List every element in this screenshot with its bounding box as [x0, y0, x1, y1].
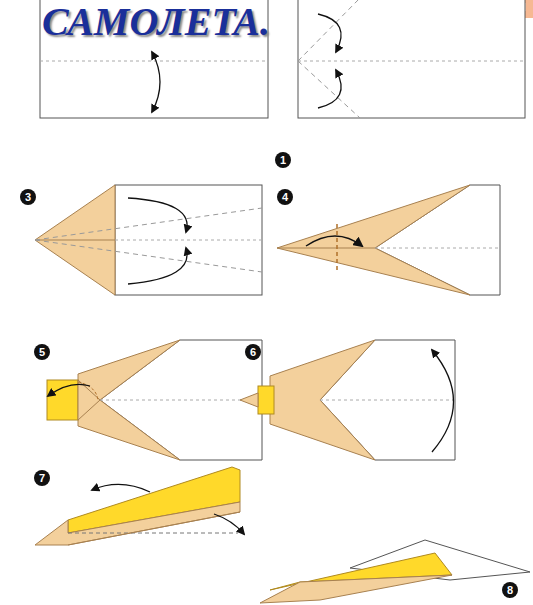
fold-step [240, 340, 455, 460]
callout-number: 6 [245, 344, 261, 360]
callout-number: 1 [275, 152, 291, 168]
callout-number: 7 [34, 470, 50, 486]
fold-step [277, 185, 500, 295]
title: САМОЛЕТА. [42, 2, 270, 42]
callout-number: 5 [34, 344, 50, 360]
callout-number: 8 [502, 582, 518, 598]
fold-step [35, 467, 244, 545]
callout-number: 4 [277, 189, 293, 205]
fold-step [35, 185, 262, 295]
callout-number: 3 [20, 189, 36, 205]
paper-sheet [298, 0, 525, 118]
finished-plane [260, 540, 530, 603]
fold-step [47, 340, 262, 460]
